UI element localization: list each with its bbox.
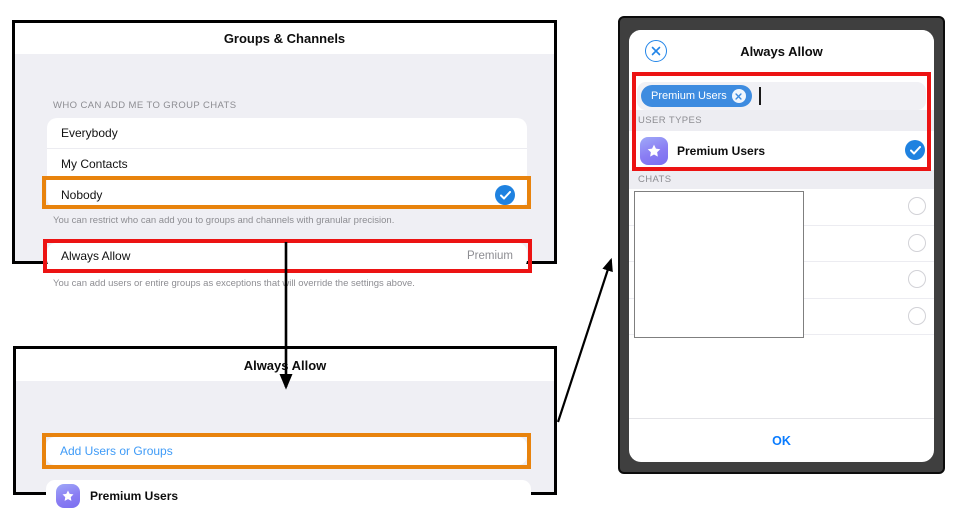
chip-label: Premium Users — [651, 90, 727, 102]
check-icon — [495, 185, 515, 205]
always-allow-body: Add Users or Groups Premium Users — [16, 381, 554, 511]
user-types-section-header: USER TYPES — [629, 110, 934, 131]
groups-panel-header: Groups & Channels — [15, 23, 554, 54]
premium-users-chip[interactable]: Premium Users — [641, 85, 752, 107]
section-header: WHO CAN ADD ME TO GROUP CHATS — [53, 100, 237, 111]
radio-unselected-icon[interactable] — [908, 233, 926, 252]
modal-frame: Always Allow Premium Users USER TYPES — [618, 16, 945, 474]
user-type-premium-users-row[interactable]: Premium Users — [629, 131, 934, 170]
search-token-field[interactable]: Premium Users — [637, 82, 926, 110]
groups-channels-panel: Groups & Channels WHO CAN ADD ME TO GROU… — [12, 20, 557, 289]
option-everybody[interactable]: Everybody — [61, 126, 118, 140]
radio-unselected-icon[interactable] — [908, 197, 926, 215]
always-allow-modal: Always Allow Premium Users USER TYPES — [629, 30, 934, 462]
always-allow-label: Always Allow — [61, 249, 131, 263]
redaction-box — [634, 191, 804, 338]
premium-users-row[interactable]: Premium Users — [46, 480, 531, 511]
radio-unselected-icon[interactable] — [908, 306, 926, 325]
arrow-to-modal — [556, 257, 613, 423]
chats-section-header: CHATS — [629, 170, 934, 189]
ok-divider — [629, 418, 934, 419]
always-allow-row[interactable]: Always Allow Premium — [47, 243, 527, 269]
groups-panel-body: WHO CAN ADD ME TO GROUP CHATS Everybody … — [15, 54, 554, 289]
modal-header: Always Allow — [629, 30, 934, 72]
add-users-link: Add Users or Groups — [60, 444, 173, 458]
check-icon — [905, 140, 925, 160]
always-allow-footer-note: You can add users or entire groups as ex… — [53, 278, 415, 289]
always-allow-value: Premium — [466, 250, 513, 262]
modal-title: Always Allow — [740, 43, 823, 59]
section-footer-note: You can restrict who can add you to grou… — [53, 215, 395, 226]
ok-button[interactable]: OK — [772, 433, 791, 448]
remove-chip-icon[interactable] — [731, 89, 746, 103]
radio-unselected-icon[interactable] — [908, 270, 926, 288]
always-allow-panel: Always Allow Add Users or Groups Premium… — [13, 346, 557, 511]
always-allow-header: Always Allow — [16, 349, 554, 381]
page-title: Groups & Channels — [223, 31, 346, 46]
add-users-or-groups-row[interactable]: Add Users or Groups — [46, 437, 527, 465]
premium-users-label: Premium Users — [90, 488, 179, 503]
option-my-contacts[interactable]: My Contacts — [47, 148, 527, 179]
premium-star-icon — [640, 136, 668, 165]
premium-star-icon — [56, 483, 80, 508]
text-cursor — [758, 87, 761, 105]
close-icon[interactable] — [645, 40, 667, 62]
who-can-add-card: Everybody My Contacts Nobody — [47, 118, 527, 208]
page-title: Always Allow — [243, 357, 327, 373]
user-type-label: Premium Users — [677, 143, 766, 158]
option-nobody[interactable]: Nobody — [47, 179, 527, 210]
